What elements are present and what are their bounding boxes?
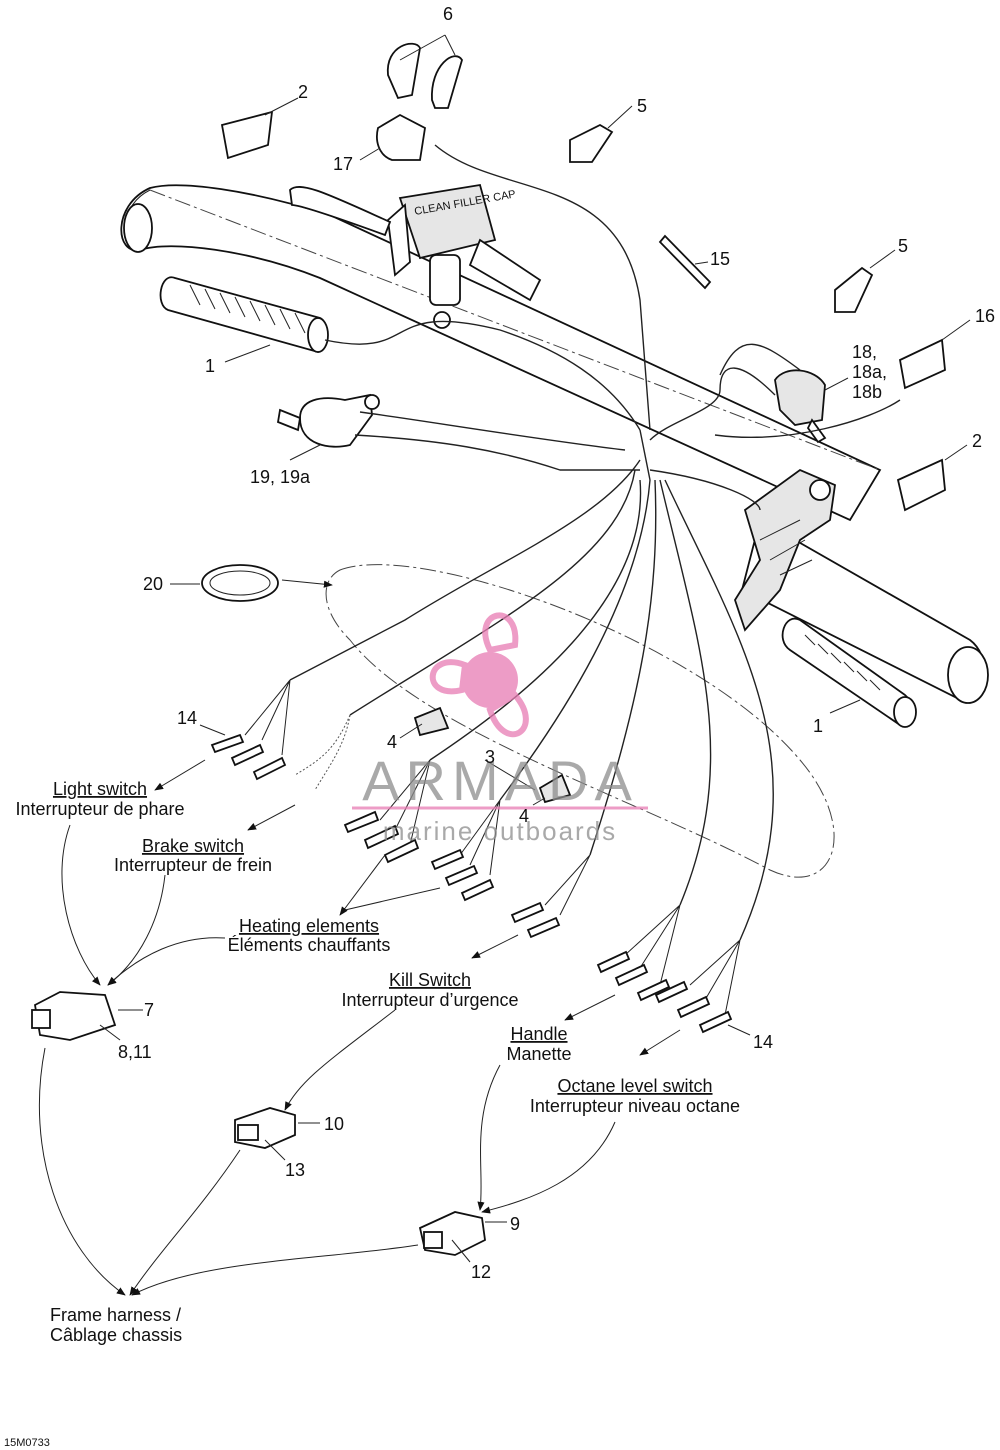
- switch-18: [774, 369, 827, 444]
- harness-wires: [289, 144, 901, 941]
- label-handle-fr: Manette: [506, 1044, 571, 1064]
- callout-18b: 18b: [852, 382, 882, 402]
- terminals-kill: [510, 854, 591, 939]
- callout-2-left: 2: [298, 82, 308, 102]
- callout-leaders: [99, 34, 971, 1263]
- terminals-brake: [343, 759, 431, 864]
- callout-numbers: 6 2 5 17 15 5 16 18, 18a, 18b 1 2 19, 19…: [118, 4, 995, 1282]
- label-light-switch-en: Light switch: [53, 779, 147, 799]
- connector-7: [31, 991, 117, 1041]
- heated-grip-left: [159, 276, 329, 353]
- watermark-tagline: marine outboards: [383, 816, 617, 846]
- connector-10: [234, 1107, 296, 1149]
- label-octane-en: Octane level switch: [557, 1076, 712, 1096]
- tape-right: [896, 458, 946, 512]
- callout-18: 18,: [852, 342, 877, 362]
- callout-1-right: 1: [813, 716, 823, 736]
- tape-far-right: [898, 338, 946, 390]
- callout-17: 17: [333, 154, 353, 174]
- label-brake-switch-fr: Interrupteur de frein: [114, 855, 272, 875]
- pin: [658, 234, 712, 290]
- callout-10: 10: [324, 1114, 344, 1134]
- label-brake-switch-en: Brake switch: [142, 836, 244, 856]
- callout-6: 6: [443, 4, 453, 24]
- callout-4-upper: 4: [387, 732, 397, 752]
- label-kill-en: Kill Switch: [389, 970, 471, 990]
- handlebar: [120, 184, 882, 522]
- label-kill-fr: Interrupteur d’urgence: [341, 990, 518, 1010]
- callout-5-lower: 5: [898, 236, 908, 256]
- watermark-logo: ARMADA marine outboards: [352, 612, 648, 846]
- throttle-grip-right: [740, 518, 989, 704]
- label-frame-en: Frame harness /: [50, 1305, 181, 1325]
- label-heating-en: Heating elements: [239, 916, 379, 936]
- tape-left: [220, 110, 274, 160]
- callout-20: 20: [143, 574, 163, 594]
- callout-14-right: 14: [753, 1032, 773, 1052]
- terminals-handle: [596, 904, 681, 1002]
- callout-2-right: 2: [972, 431, 982, 451]
- callout-19: 19, 19a: [250, 467, 311, 487]
- callout-3: 3: [485, 747, 495, 767]
- boot-lower: [834, 266, 874, 313]
- connector-9: [418, 1211, 486, 1256]
- label-frame-fr: Câblage chassis: [50, 1325, 182, 1345]
- component-labels: Light switch Interrupteur de phare Brake…: [4, 779, 740, 1449]
- brake-lever: [289, 186, 392, 237]
- label-arrows: [38, 759, 681, 1296]
- label-heating-fr: Éléments chauffants: [228, 935, 391, 955]
- callout-15: 15: [710, 249, 730, 269]
- callout-8-11: 8,11: [118, 1042, 152, 1062]
- terminals-heating: [430, 799, 501, 902]
- terminal-clip-lower: [538, 773, 572, 804]
- watermark-propeller-icon: [462, 652, 518, 708]
- callout-14-left: 14: [177, 708, 197, 728]
- brake-master-cylinder: CLEAN FILLER CAP: [387, 183, 542, 329]
- terminals-right-14: [654, 939, 741, 1034]
- callout-4-lower: 4: [519, 806, 529, 826]
- label-handle-en: Handle: [510, 1024, 567, 1044]
- terminal-clip-upper: [413, 706, 450, 737]
- callout-13: 13: [285, 1160, 305, 1180]
- hose-clamps: [387, 42, 463, 109]
- callout-7: 7: [144, 1000, 154, 1020]
- callout-9: 9: [510, 1214, 520, 1234]
- callout-12: 12: [471, 1262, 491, 1282]
- ring-clamp: [201, 564, 279, 602]
- callout-5-upper: 5: [637, 96, 647, 116]
- callout-18a: 18a,: [852, 362, 887, 382]
- boot-upper: [569, 123, 614, 163]
- label-octane-fr: Interrupteur niveau octane: [530, 1096, 740, 1116]
- label-light-switch-fr: Interrupteur de phare: [15, 799, 184, 819]
- diagram-code: 15M0733: [4, 1437, 50, 1449]
- watermark-brand: ARMADA: [362, 749, 638, 812]
- terminals-left-14: [210, 679, 291, 781]
- terminals-dotted: [294, 714, 351, 791]
- heated-grip-right: [781, 617, 917, 728]
- switch-19: [276, 393, 380, 448]
- callout-16: 16: [975, 306, 995, 326]
- switch-17: [376, 113, 426, 161]
- callout-1-left: 1: [205, 356, 215, 376]
